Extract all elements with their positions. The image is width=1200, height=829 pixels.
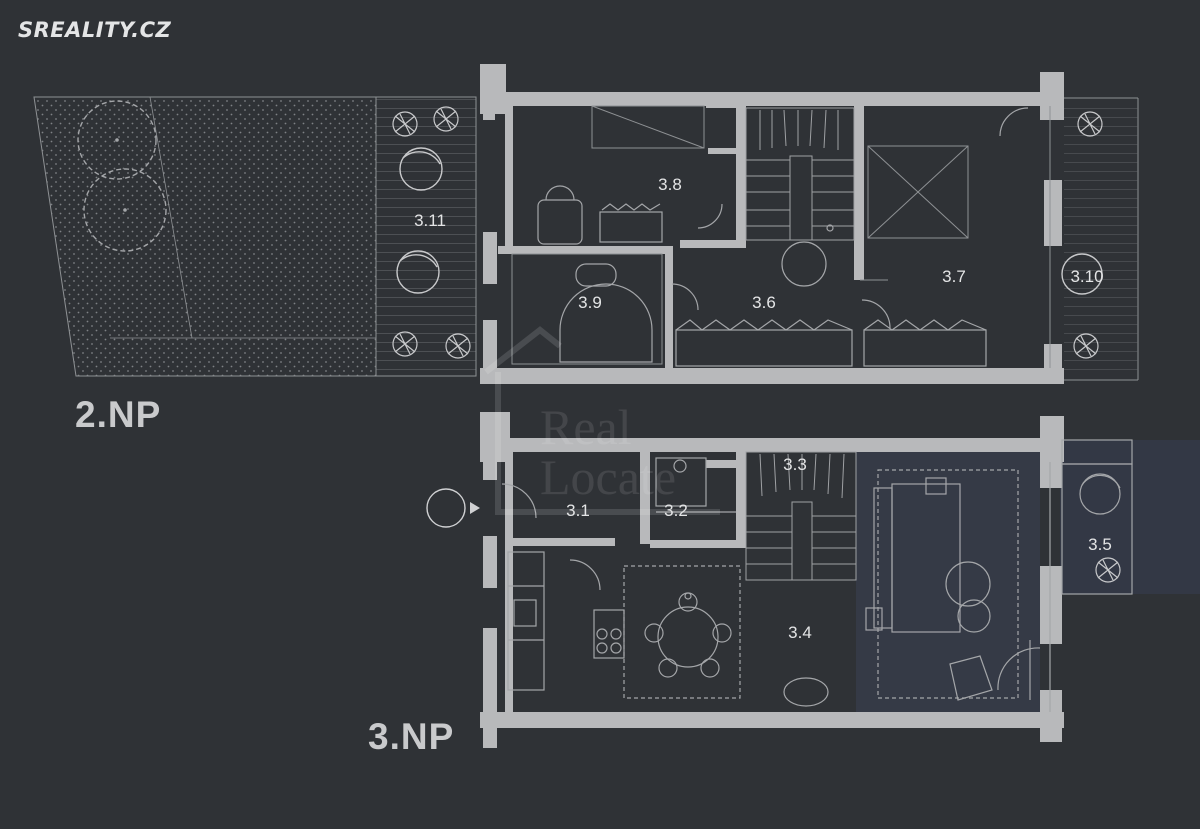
staircase [745, 451, 857, 581]
room-label: 3.6 [752, 293, 776, 312]
room-label: 3.10 [1070, 267, 1103, 286]
chair-icon [1061, 253, 1103, 295]
watermark-text: Locate [540, 449, 677, 505]
floor-label-2np: 2.NP [75, 394, 162, 435]
tree-icon [83, 168, 167, 252]
plant-icon [1073, 111, 1103, 359]
room-label: 3.8 [658, 175, 682, 194]
upper-floor [480, 64, 1139, 384]
garden [33, 96, 377, 377]
lower-floor [426, 412, 1133, 748]
watermark-house-icon [484, 326, 720, 515]
room-label: 3.1 [566, 501, 590, 520]
chair-icon [396, 147, 443, 294]
room-label: 3.7 [942, 267, 966, 286]
room-label: 3.11 [414, 211, 446, 230]
tree-icon [77, 100, 157, 180]
sreality-logo: SREALITY.CZ [18, 18, 172, 42]
plant-icon [1095, 557, 1121, 583]
watermark-text: Real [540, 399, 632, 455]
plant-icon [392, 106, 471, 359]
room-highlight [856, 452, 1040, 714]
entrance-arrow-icon [426, 488, 480, 528]
furniture [537, 107, 1029, 367]
floor-label-3np: 3.NP [368, 716, 455, 757]
room-label: 3.2 [664, 501, 688, 520]
balcony-highlight [1060, 440, 1200, 594]
room-label: 3.3 [783, 455, 807, 474]
terrace-3-11 [375, 96, 477, 377]
furniture [501, 439, 1133, 712]
room-label: 3.5 [1088, 535, 1112, 554]
terrace-3-10 [1064, 100, 1138, 378]
room-label: 3.4 [788, 623, 812, 642]
staircase [745, 107, 855, 241]
room-label: 3.9 [578, 293, 602, 312]
